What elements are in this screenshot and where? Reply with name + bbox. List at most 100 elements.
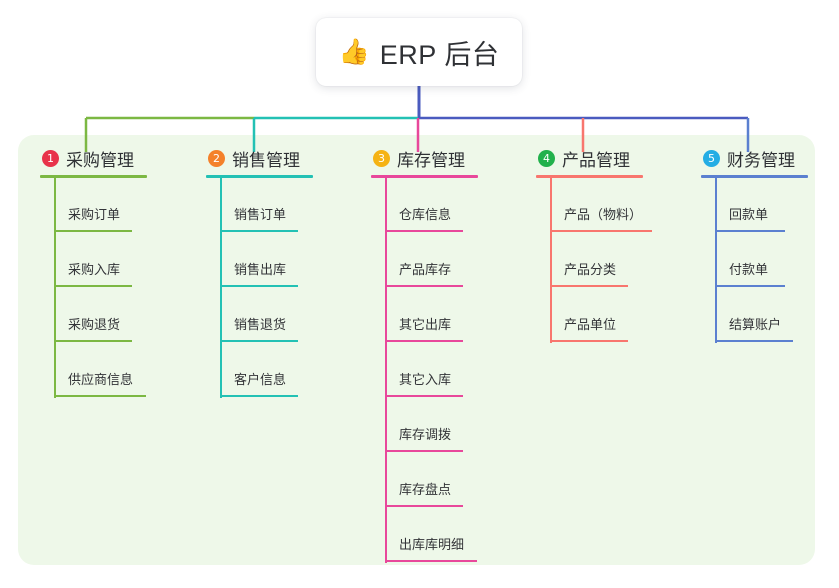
item-label: 仓库信息 [399,207,452,222]
item-connector-line [385,233,387,288]
branch-header[interactable]: 2 销售管理 [206,146,313,170]
item-connector-line [550,178,552,233]
item-connector-line [220,343,222,398]
diagram-background-panel [18,135,815,565]
branch-number-badge: 5 [703,149,720,167]
branch-item[interactable]: 产品库存 [385,233,478,288]
branch-2[interactable]: 2 销售管理销售订单销售出库销售退货客户信息 [206,146,313,398]
item-label: 其它入库 [399,372,452,387]
item-underline [54,230,132,232]
branch-item[interactable]: 客户信息 [220,343,313,398]
item-connector-line [715,233,717,288]
item-label: 结算账户 [729,317,782,332]
item-underline [54,395,146,397]
branch-item-list: 仓库信息产品库存其它出库其它入库库存调拨库存盘点出库库明细 [371,178,478,563]
branch-title: 销售管理 [232,150,300,170]
item-connector-line [385,398,387,453]
root-node-content: 👍 ERP 后台 [339,33,500,72]
branch-item[interactable]: 结算账户 [715,288,808,343]
item-connector-line [715,178,717,233]
branch-item[interactable]: 产品（物料） [550,178,652,233]
branch-item[interactable]: 仓库信息 [385,178,478,233]
branch-header[interactable]: 5 财务管理 [701,146,808,170]
item-label: 产品库存 [399,262,452,277]
item-underline [715,285,785,287]
item-underline [385,230,463,232]
item-label: 采购退货 [68,317,121,332]
item-connector-line [550,288,552,343]
item-underline [54,340,132,342]
branch-number-badge: 2 [208,149,225,167]
item-connector-line [385,288,387,343]
item-label: 采购订单 [68,207,121,222]
branch-title: 产品管理 [562,150,630,170]
item-label: 销售退货 [234,317,287,332]
item-underline [54,285,132,287]
branch-item[interactable]: 其它出库 [385,288,478,343]
branch-item[interactable]: 销售订单 [220,178,313,233]
branch-item[interactable]: 供应商信息 [54,343,147,398]
branch-5[interactable]: 5 财务管理回款单付款单结算账户 [701,146,808,343]
branch-item[interactable]: 销售出库 [220,233,313,288]
branch-item[interactable]: 其它入库 [385,343,478,398]
branch-item[interactable]: 出库库明细 [385,508,478,563]
branch-item[interactable]: 付款单 [715,233,808,288]
item-underline [385,340,463,342]
branch-item-list: 回款单付款单结算账户 [701,178,808,343]
item-connector-line [385,343,387,398]
item-connector-line [54,233,56,288]
branch-item[interactable]: 采购订单 [54,178,147,233]
branch-item-list: 采购订单采购入库采购退货供应商信息 [40,178,147,398]
root-node[interactable]: 👍 ERP 后台 [316,18,522,86]
branch-title: 财务管理 [727,150,795,170]
item-connector-line [54,178,56,233]
branch-item[interactable]: 产品分类 [550,233,643,288]
item-label: 付款单 [729,262,769,277]
item-connector-line [220,178,222,233]
branch-item-list: 产品（物料） 产品分类产品单位 [536,178,652,343]
branch-item[interactable]: 回款单 [715,178,808,233]
item-connector-line [385,178,387,233]
branch-item[interactable]: 产品单位 [550,288,643,343]
item-underline [715,340,793,342]
item-label: 采购入库 [68,262,121,277]
item-underline [715,230,785,232]
thumbs-up-icon: 👍 [338,37,370,66]
branch-underline [701,175,808,178]
branch-item[interactable]: 采购入库 [54,233,147,288]
root-title: ERP 后台 [379,39,500,70]
item-connector-line [54,288,56,343]
item-underline [385,395,463,397]
item-label: 销售出库 [234,262,287,277]
branch-item[interactable]: 销售退货 [220,288,313,343]
item-underline [220,285,298,287]
item-connector-line [385,508,387,563]
branch-title: 采购管理 [66,150,134,170]
item-underline [220,395,298,397]
item-label: 销售订单 [234,207,287,222]
item-underline [550,230,652,232]
item-label: 供应商信息 [68,372,134,387]
item-label: 库存盘点 [399,482,452,497]
branch-item[interactable]: 库存盘点 [385,453,478,508]
item-underline [550,285,628,287]
item-underline [385,505,463,507]
item-label: 产品（物料） [564,207,643,222]
item-underline [385,285,463,287]
item-connector-line [385,453,387,508]
item-connector-line [220,288,222,343]
item-underline [385,450,463,452]
item-connector-line [715,288,717,343]
branch-item[interactable]: 采购退货 [54,288,147,343]
branch-item[interactable]: 库存调拨 [385,398,478,453]
item-label: 客户信息 [234,372,287,387]
item-label: 产品分类 [564,262,617,277]
item-underline [385,560,477,562]
